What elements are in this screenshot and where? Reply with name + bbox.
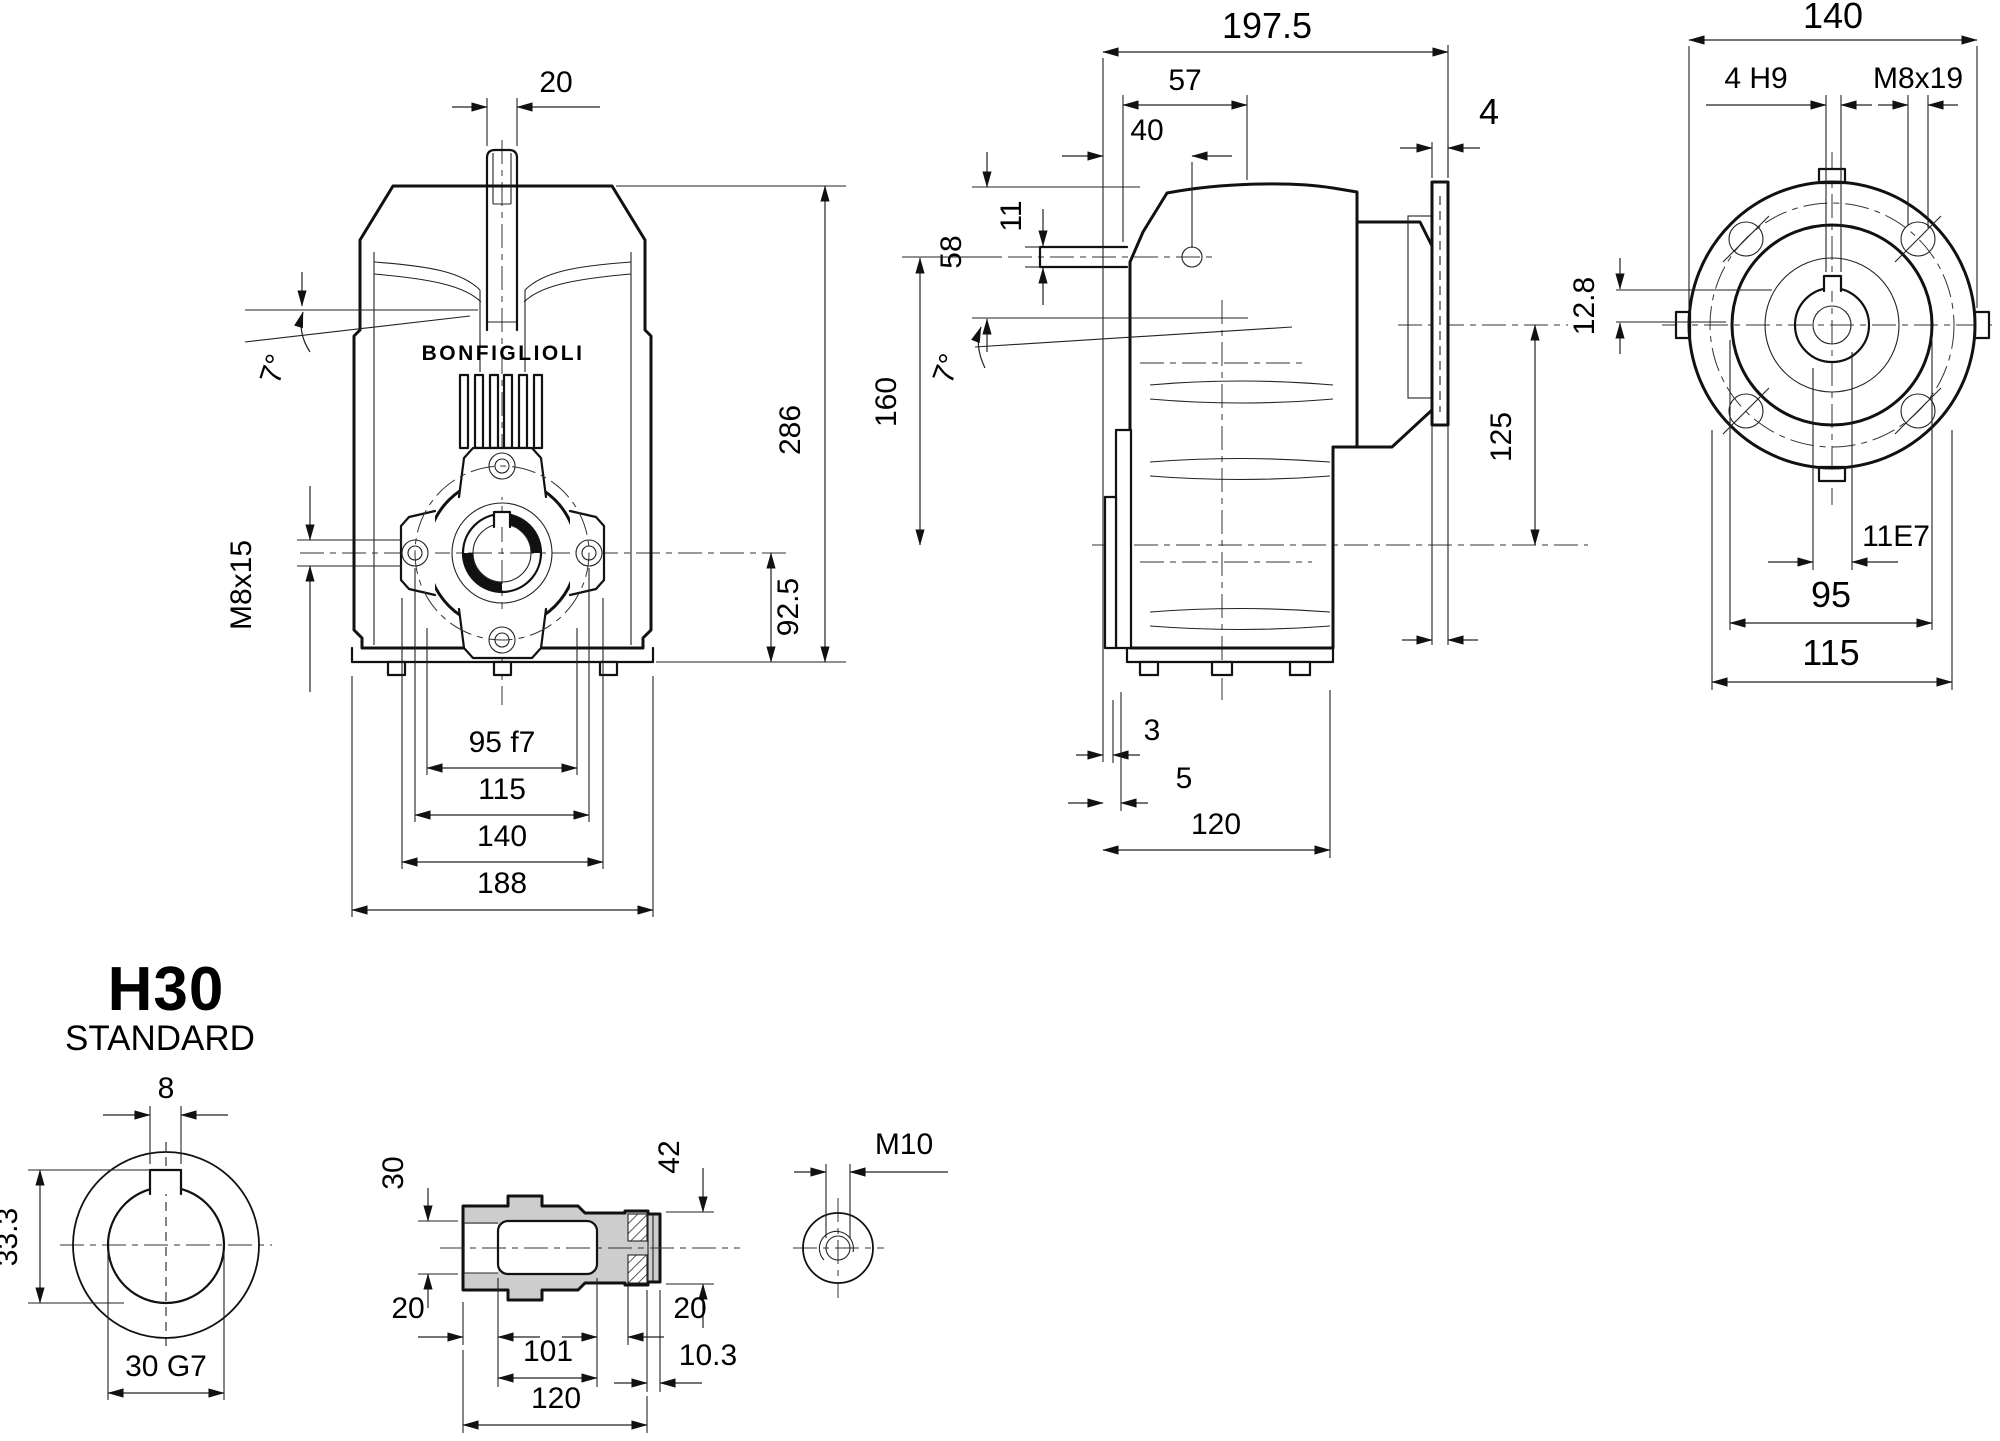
dim-side-125: 125 bbox=[1485, 412, 1518, 462]
dim-end-tap: M10 bbox=[875, 1128, 933, 1161]
bore-dimensions: 8 33.3 30 G7 bbox=[0, 1072, 228, 1400]
dim-flange-bore: 11E7 bbox=[1862, 520, 1930, 553]
dim-side-angle: 7° bbox=[927, 350, 968, 388]
dim-side-3: 3 bbox=[1144, 714, 1161, 747]
dim-front-overall-width: 188 bbox=[477, 867, 527, 900]
dim-side-40: 40 bbox=[1130, 114, 1163, 147]
dim-shaft-10-3: 10.3 bbox=[679, 1339, 737, 1372]
dim-side-5: 5 bbox=[1176, 762, 1193, 795]
side-bell-housing bbox=[1355, 220, 1434, 449]
side-foot bbox=[1210, 660, 1234, 677]
dim-shaft-101: 101 bbox=[523, 1335, 573, 1368]
dim-side-160: 160 bbox=[870, 377, 903, 427]
brand-logo: BONFIGLIOLI bbox=[422, 342, 585, 365]
dim-shaft-30: 30 bbox=[377, 1156, 410, 1189]
dim-shaft-42: 42 bbox=[653, 1140, 686, 1173]
dim-shaft-20-right: 20 bbox=[673, 1292, 706, 1325]
front-dimensions: 20 7° M8x15 95 f7 115 140 188 286 92.5 bbox=[225, 66, 846, 917]
end-dimensions: M10 bbox=[794, 1128, 948, 1238]
dim-front-bolt-circle: 115 bbox=[478, 773, 526, 806]
front-bolt-circle bbox=[414, 465, 590, 641]
flange-bolt-circle bbox=[1709, 202, 1955, 448]
hatched-ring bbox=[627, 1213, 648, 1242]
dim-front-tap: M8x15 bbox=[225, 540, 258, 630]
dim-flange-spigot: 95 bbox=[1811, 574, 1851, 615]
end-outer-circle bbox=[802, 1212, 874, 1284]
side-foot bbox=[1138, 660, 1160, 677]
side-dimensions: 197.5 57 40 11 58 160 7° 4 bbox=[870, 5, 1540, 858]
thread-arc bbox=[818, 1230, 854, 1261]
front-housing-outline bbox=[352, 184, 653, 650]
output-flange bbox=[399, 446, 606, 660]
flange-keyway bbox=[1822, 274, 1843, 293]
dim-side-58: 58 bbox=[935, 235, 968, 268]
flange-dimensions: 140 4 H9 M8x19 12.8 11E7 95 115 bbox=[1568, 0, 1978, 690]
title-block: H30 STANDARD bbox=[65, 955, 255, 1058]
hatched-ring bbox=[627, 1254, 648, 1284]
dim-side-overall-length: 197.5 bbox=[1222, 5, 1312, 46]
dim-front-flange: 140 bbox=[477, 820, 527, 853]
front-view: BONFIGLIOLI 20 7° M8x15 95 f7 115 140 18… bbox=[225, 66, 846, 917]
dim-front-shaft-width: 20 bbox=[539, 66, 572, 99]
side-body-outline bbox=[1128, 182, 1359, 650]
dim-shaft-20-left: 20 bbox=[391, 1292, 424, 1325]
side-view: 197.5 57 40 11 58 160 7° 4 bbox=[870, 5, 1588, 858]
dim-side-shaft-length: 57 bbox=[1168, 64, 1201, 97]
front-input-shaft bbox=[485, 148, 519, 332]
bore-outer-circle bbox=[72, 1151, 260, 1339]
dim-bore-dia: 30 G7 bbox=[125, 1350, 207, 1383]
bushing-section-view: 30 42 20 101 20 10.3 120 bbox=[377, 1140, 740, 1433]
dim-front-pilot: 95 f7 bbox=[469, 726, 536, 759]
flange-outer-circle bbox=[1687, 180, 1977, 470]
dim-flange-tap: M8x19 bbox=[1873, 62, 1963, 95]
dim-flange-bolt-circle: 115 bbox=[1802, 632, 1859, 673]
end-tap-hole bbox=[825, 1235, 851, 1261]
dim-side-flange-thickness: 4 bbox=[1479, 91, 1499, 132]
side-foot bbox=[1288, 660, 1312, 677]
dim-front-center-height: 92.5 bbox=[772, 578, 805, 636]
flange-view: 140 4 H9 M8x19 12.8 11E7 95 115 bbox=[1568, 0, 1998, 690]
dim-front-angle: 7° bbox=[254, 350, 294, 387]
variant-title: STANDARD bbox=[65, 1019, 255, 1058]
dim-side-11: 11 bbox=[995, 200, 1028, 231]
dim-shaft-120: 120 bbox=[531, 1382, 581, 1415]
bore-detail-view: 8 33.3 30 G7 bbox=[0, 1072, 272, 1400]
flange-spigot-circle bbox=[1730, 223, 1934, 427]
front-foot bbox=[598, 660, 619, 677]
dim-front-height: 286 bbox=[774, 405, 807, 455]
dim-side-body-length: 120 bbox=[1191, 808, 1241, 841]
dim-flange-key: 4 H9 bbox=[1724, 62, 1787, 95]
dim-bore-key-width: 8 bbox=[158, 1072, 175, 1105]
bore-keyway bbox=[148, 1168, 183, 1196]
bushing-dimensions: 30 42 20 101 20 10.3 120 bbox=[377, 1140, 737, 1433]
model-title: H30 bbox=[108, 955, 225, 1024]
front-keyway bbox=[492, 510, 512, 529]
cooling-fins bbox=[458, 373, 544, 450]
dim-flange-od: 140 bbox=[1803, 0, 1863, 36]
dim-flange-12-8: 12.8 bbox=[1568, 277, 1601, 335]
front-foot bbox=[386, 660, 407, 677]
flange-bolt-holes bbox=[1722, 215, 1942, 435]
end-view: M10 bbox=[793, 1128, 948, 1298]
dim-bore-height: 33.3 bbox=[0, 1208, 24, 1266]
front-foot bbox=[492, 660, 513, 677]
front-tapped-holes bbox=[401, 452, 603, 654]
